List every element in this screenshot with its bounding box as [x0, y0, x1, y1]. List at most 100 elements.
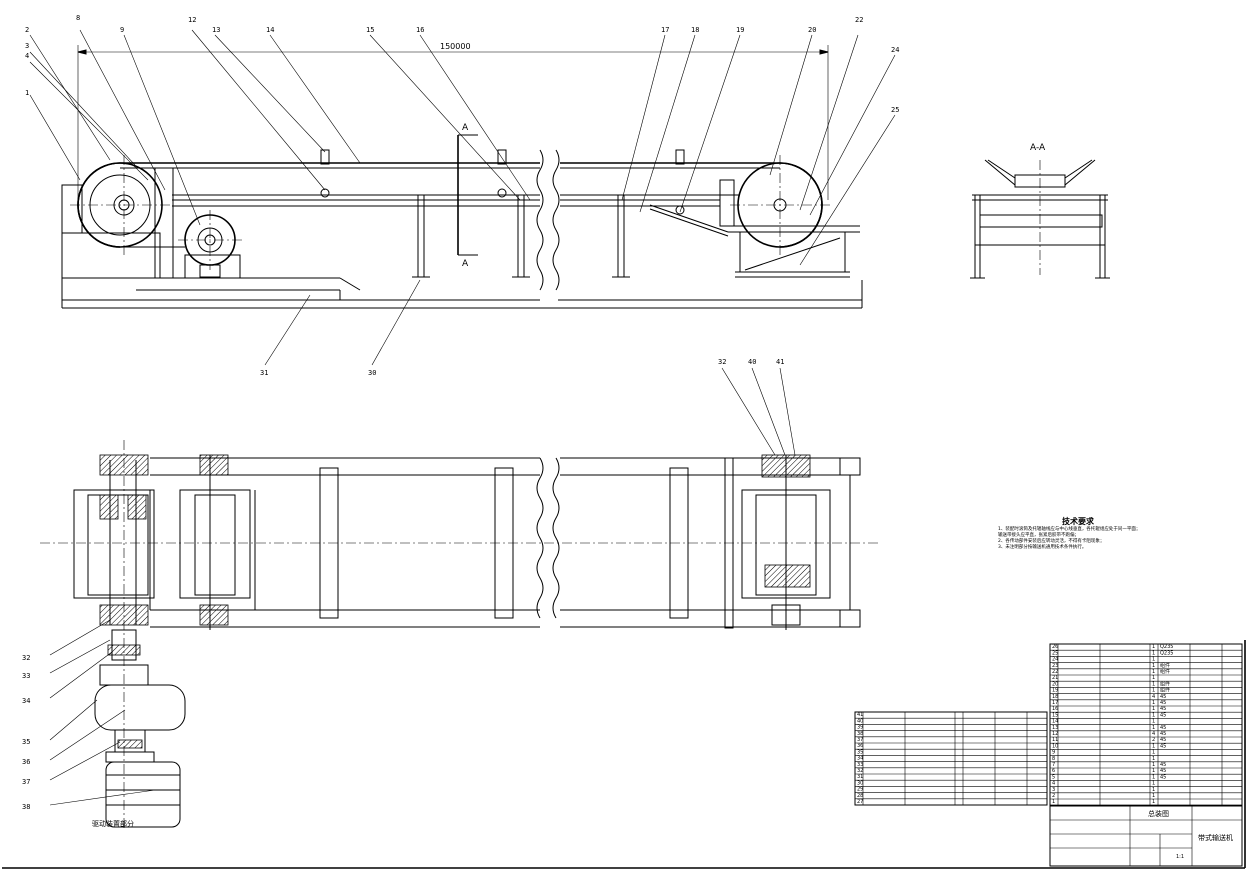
bom-cell: 6: [1052, 768, 1055, 774]
balloon: 8: [76, 14, 80, 22]
bom-cell: 16: [1052, 706, 1058, 712]
drive-caption: 驱动装置部分: [92, 819, 134, 828]
bom-cell: 2: [1052, 793, 1055, 799]
tech-notes-title: 技术要求: [1062, 517, 1094, 526]
bom-cell: 1: [1152, 657, 1155, 663]
bom-cell: 38: [857, 731, 863, 737]
bom-cell: 1: [1152, 688, 1155, 694]
bom-cell: 45: [1160, 700, 1166, 706]
bom-cell: 12: [1052, 731, 1058, 737]
bom-cell: 45: [1160, 731, 1166, 737]
balloon: 32: [22, 654, 30, 662]
bom-cell: 45: [1160, 762, 1166, 768]
bom-cell: 25: [1052, 650, 1058, 656]
bom-cell: 1: [1152, 700, 1155, 706]
bom-cell: 1: [1152, 675, 1155, 681]
balloon: 3: [25, 42, 29, 50]
bom-cell: 1: [1152, 725, 1155, 731]
elevation-view: 150000: [25, 14, 899, 377]
balloon: 40: [748, 358, 756, 366]
balloon: 25: [891, 106, 899, 114]
section-view-a-a: A-A: [970, 143, 1110, 279]
balloon: 12: [188, 16, 196, 24]
bom-cell: 1: [1052, 799, 1055, 805]
bom-cell: 35: [857, 749, 863, 755]
balloon: 24: [891, 46, 899, 54]
bom-cell: Q235: [1160, 644, 1173, 650]
part-balloons-plan: 32 33 34 35 36 37 38 32 40 41: [22, 358, 784, 811]
drawing-stage: 总装图: [1148, 809, 1169, 818]
balloon: 14: [266, 26, 274, 34]
bom-cell: 9: [1052, 750, 1055, 756]
tech-note-line: 2、各传动部件安装后应转动灵活，不得有卡阻现象；: [998, 539, 1105, 544]
balloon: 2: [25, 26, 29, 34]
bom-cell: 1: [1152, 681, 1155, 687]
bom-cell: 21: [1052, 675, 1058, 681]
bom-cell: 45: [1160, 694, 1166, 700]
section-cut-marker: A A: [457, 123, 478, 269]
bom-cell: 4: [1052, 781, 1055, 787]
carrying-idlers: [320, 149, 685, 215]
bom-cell: 3: [1052, 787, 1055, 793]
bom-cell: 45: [1160, 774, 1166, 780]
bom-cell: 1: [1152, 768, 1155, 774]
title-block: 总装图 带式输送机 1:1: [1049, 805, 1243, 867]
bom-cell: 31: [857, 774, 863, 780]
bom-cell: 1: [1152, 787, 1155, 793]
bom-cell: 19: [1052, 688, 1058, 694]
leader-lines: [29, 29, 896, 366]
balloon: 34: [22, 697, 30, 705]
bom-cell: 39: [857, 725, 863, 731]
bom-cell: 45: [1160, 725, 1166, 731]
bom-cell: 20: [1052, 681, 1058, 687]
tech-note-line: 3、未注明部分按输送机通用技术条件执行。: [998, 545, 1087, 550]
bom-cell: 1: [1152, 706, 1155, 712]
bom-cell: 1: [1152, 669, 1155, 675]
section-label-bottom: A: [462, 259, 469, 269]
bom-cell: 45: [1160, 706, 1166, 712]
balloon: 19: [736, 26, 744, 34]
bom-cell: 4: [1152, 694, 1155, 700]
bom-cell: 1: [1152, 793, 1155, 799]
bom-cell: 1: [1152, 743, 1155, 749]
section-label-top: A: [462, 123, 469, 133]
balloon: 38: [22, 803, 30, 811]
balloon: 36: [22, 758, 30, 766]
bom-cell: 41: [857, 712, 863, 718]
balloon: 37: [22, 778, 30, 786]
frame-legs: [412, 194, 630, 278]
bom-cell: 32: [857, 768, 863, 774]
bom-cell: 组件: [1160, 662, 1170, 669]
balloon: 41: [776, 358, 784, 366]
drawing-title: 带式输送机: [1198, 833, 1233, 842]
balloon: 22: [855, 16, 863, 24]
balloon: 31: [260, 369, 268, 377]
balloon: 30: [368, 369, 376, 377]
balloon: 13: [212, 26, 220, 34]
balloon: 33: [22, 672, 30, 680]
plan-view: 32 33 34 35 36 37 38 32 40 41 驱动装置部分: [22, 358, 880, 830]
overall-dimension-text: 150000: [440, 42, 471, 51]
balloon: 20: [808, 26, 816, 34]
bom-cell: 1: [1152, 650, 1155, 656]
bom-cell: 组件: [1160, 687, 1170, 694]
bom-cell: 1: [1152, 762, 1155, 768]
balloon: 17: [661, 26, 669, 34]
balloon: 18: [691, 26, 699, 34]
section-view-title: A-A: [1030, 143, 1046, 153]
tech-note-line: 1、装配时滚筒及托辊轴线应与中心线垂直，各托辊组应处于同一平面；: [998, 527, 1141, 532]
bom-cell: 组件: [1160, 668, 1170, 675]
bom-cell: 1: [1152, 712, 1155, 718]
bom-cell: 2: [1152, 737, 1155, 743]
balloon: 1: [25, 89, 29, 97]
bom-cell: 45: [1160, 768, 1166, 774]
bom-cell: 11: [1052, 737, 1058, 743]
bom-cell: 1: [1152, 644, 1155, 650]
overall-dimension: 150000: [77, 42, 829, 200]
bom-cell: 40: [857, 718, 863, 724]
bom-cell: 1: [1152, 774, 1155, 780]
bom-cell: 1: [1152, 663, 1155, 669]
